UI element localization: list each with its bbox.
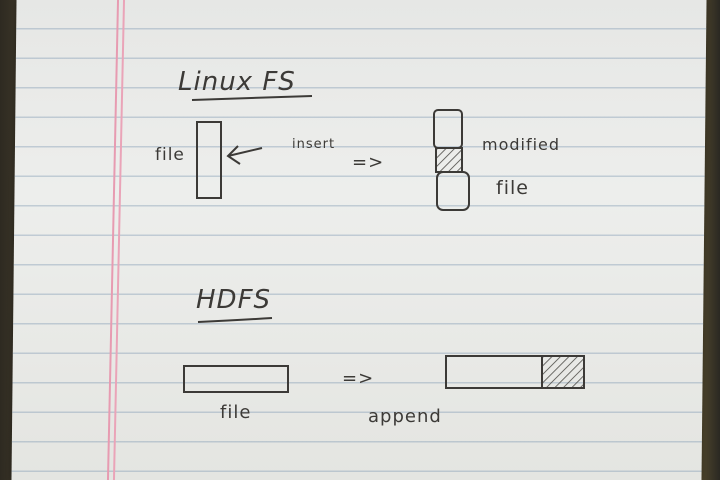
insert-arrow-head bbox=[226, 145, 241, 165]
modified-file-label: file bbox=[496, 177, 529, 199]
linux-file-label: file bbox=[155, 145, 185, 165]
linux-transform-arrow: => bbox=[352, 152, 384, 173]
appended-hatched-segment bbox=[541, 355, 585, 389]
modified-label: modified bbox=[482, 135, 560, 154]
append-label: append bbox=[368, 406, 442, 427]
linux-file-block bbox=[196, 121, 222, 199]
hdfs-file-label: file bbox=[220, 402, 251, 423]
hdfs-transform-arrow: => bbox=[342, 368, 374, 389]
hdfs-heading: HDFS bbox=[196, 285, 271, 315]
inserted-hatched-segment bbox=[435, 147, 463, 173]
modified-bottom-segment bbox=[436, 171, 470, 211]
hdfs-file-block bbox=[183, 365, 289, 393]
linux-heading-underline bbox=[191, 95, 313, 101]
modified-top-segment bbox=[433, 109, 463, 149]
linux-insert-label: insert bbox=[292, 137, 335, 152]
hdfs-original-segment bbox=[445, 355, 543, 389]
linux-fs-heading: Linux FS bbox=[178, 67, 296, 97]
hdfs-heading-underline bbox=[197, 317, 273, 323]
insert-arrow-shaft bbox=[227, 147, 263, 157]
